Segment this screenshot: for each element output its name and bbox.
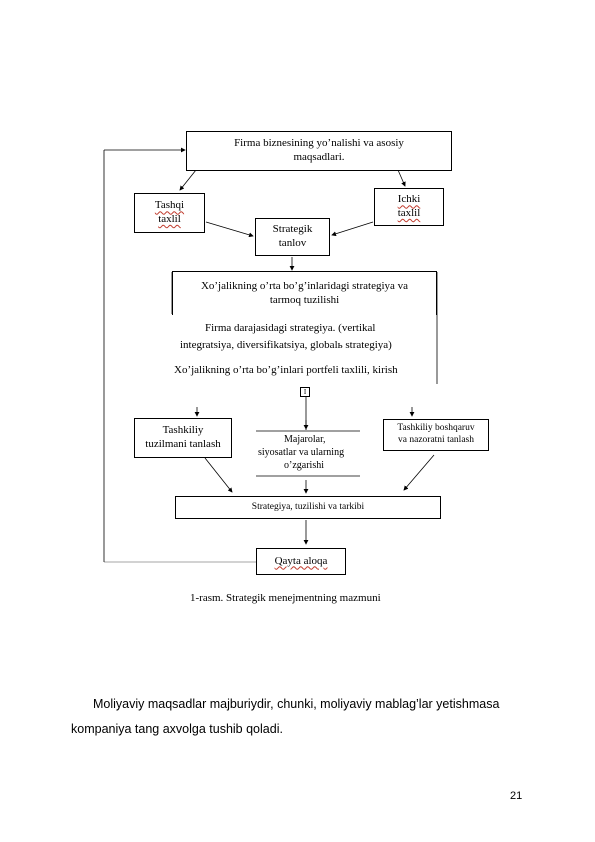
- strategic-choice-line2: tanlov: [278, 237, 307, 249]
- strategic-choice-box: Strategik tanlov: [255, 218, 330, 256]
- portfolio-analysis-line: Xo’jalikning o’rta bo’g’inlari portfeli …: [174, 364, 398, 376]
- policy-line1: Majarolar,: [284, 434, 326, 445]
- external-analysis-line2: taxlil: [158, 213, 181, 225]
- strategy-title-box: Xo’jalikning o’rta bo’g’inlaridagi strat…: [172, 271, 437, 315]
- external-analysis-line1: Tashqi: [154, 199, 185, 212]
- org-structure-line2: tuzilmani tanlash: [145, 438, 221, 450]
- small-marker-label: I: [303, 387, 307, 396]
- strategy-structure-bar: Strategiya, tuzilishi va tarkibi: [175, 496, 441, 519]
- small-marker-box: I: [300, 387, 310, 397]
- internal-analysis-box: Ichki taxlil: [374, 188, 444, 226]
- firm-level-strategy-line2: integratsiya, diversifikatsiya, globalь …: [180, 339, 392, 351]
- body-paragraph-line2: kompaniya tang axvolga tushib qoladi.: [71, 722, 283, 736]
- feedback-text: Qayta aloqa: [274, 554, 328, 567]
- feedback-box: Qayta aloqa: [256, 548, 346, 575]
- body-paragraph-line1: Moliyaviy maqsadlar majburiydir, chunki,…: [93, 697, 500, 711]
- figure-caption: 1-rasm. Strategik menejmentning mazmuni: [190, 592, 381, 604]
- page-number: 21: [510, 790, 523, 802]
- internal-analysis-line2: taxlil: [397, 207, 421, 219]
- strategy-structure-text: Strategiya, tuzilishi va tarkibi: [251, 501, 365, 512]
- business-direction-line2: maqsadlari.: [293, 151, 345, 163]
- policy-line2: siyosatlar va ularning: [258, 447, 345, 458]
- control-selection-line1: Tashkiliy boshqaruv: [397, 423, 475, 434]
- external-analysis-box: Tashqi taxlil: [134, 193, 205, 233]
- control-selection-box: Tashkiliy boshqaruv va nazoratni tanlash: [383, 419, 489, 451]
- strategy-title-line2: tarmoq tuzilishi: [269, 293, 340, 306]
- strategy-title-line1: Xo’jalikning o’rta bo’g’inlaridagi strat…: [200, 279, 409, 292]
- org-structure-line1: Tashkiliy: [162, 424, 204, 437]
- strategic-choice-line1: Strategik: [272, 223, 313, 236]
- business-direction-box: Firma biznesining yo’nalishi va asosiy m…: [186, 131, 452, 171]
- business-direction-line1: Firma biznesining yo’nalishi va asosiy: [234, 137, 404, 150]
- policy-line3: o’zgarishi: [284, 460, 324, 471]
- org-structure-box: Tashkiliy tuzilmani tanlash: [134, 418, 232, 458]
- internal-analysis-line1: Ichki: [397, 193, 421, 206]
- firm-level-strategy-line1: Firma darajasidagi strategiya. (vertikal: [205, 322, 376, 334]
- control-selection-line2: va nazoratni tanlash: [398, 435, 474, 445]
